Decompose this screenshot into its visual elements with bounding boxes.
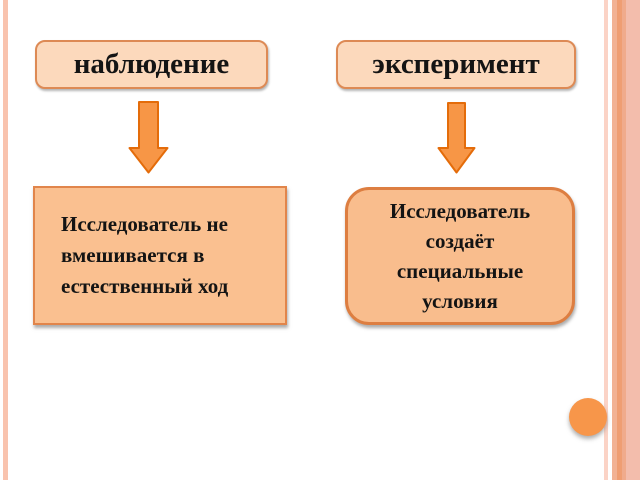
method-label-observation: наблюдение — [73, 48, 230, 80]
method-label-experiment: эксперимент — [372, 48, 540, 80]
description-line: естественный ход — [61, 274, 229, 298]
description-line: специальные — [396, 259, 524, 283]
description-box-observation: Исследователь не вмешивается в естествен… — [33, 186, 287, 325]
circle-accent-icon — [569, 398, 607, 436]
description-line: Исследователь не — [61, 212, 228, 236]
down-arrow-icon — [436, 102, 477, 175]
down-arrow-icon — [128, 101, 169, 174]
method-box-experiment: эксперимент — [336, 40, 576, 89]
description-line: вмешивается в — [61, 243, 205, 267]
description-box-experiment: Исследователь создаёт специальные услови… — [345, 187, 575, 325]
right-border-stripe-band — [612, 0, 640, 480]
method-box-observation: наблюдение — [35, 40, 268, 89]
description-line: Исследователь — [389, 199, 531, 223]
description-line: условия — [422, 289, 498, 313]
left-border-stripe — [3, 0, 8, 480]
description-line: создаёт — [425, 229, 495, 253]
right-border-thin-stripe — [604, 0, 608, 480]
